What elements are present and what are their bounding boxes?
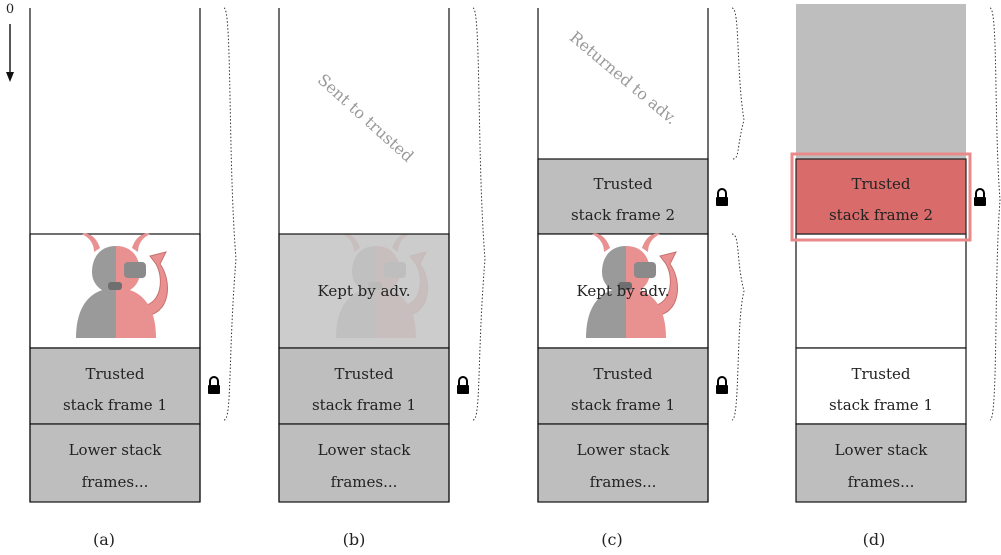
- brace-icon: [472, 7, 486, 421]
- lower-stack-frames: [29, 423, 201, 503]
- frame1-line1: Trusted: [851, 365, 910, 383]
- trusted-stack-frame-1: [795, 347, 967, 425]
- axis-zero-label: 0: [6, 2, 14, 17]
- trusted-stack-frame-2-highlighted: [795, 158, 967, 235]
- trusted-stack-frame-1: [537, 347, 709, 425]
- lock-icon: [456, 376, 470, 395]
- trusted-stack-frame-2: [537, 158, 709, 235]
- frame2-line2: stack frame 2: [571, 206, 675, 224]
- lower-line2: frames...: [848, 473, 915, 491]
- frame1-line2: stack frame 1: [312, 396, 416, 414]
- frame1-line1: Trusted: [334, 365, 393, 383]
- lower-line2: frames...: [590, 473, 657, 491]
- lower-line2: frames...: [331, 473, 398, 491]
- brace-icon: [223, 7, 237, 421]
- lock-icon: [207, 376, 221, 395]
- lower-line1: Lower stack: [835, 441, 929, 459]
- panel-b: Kept by adv. Trusted stack frame 1 Lower…: [278, 7, 486, 549]
- kept-label: Kept by adv.: [577, 282, 670, 300]
- panel-d: Trusted stack frame 2 Trusted stack fram…: [790, 4, 1001, 549]
- trusted-stack-frame-1: [29, 347, 201, 425]
- lower-line1: Lower stack: [577, 441, 671, 459]
- lock-icon: [973, 188, 987, 207]
- caption-c: (c): [601, 530, 622, 549]
- down-arrow-icon: [6, 24, 14, 82]
- released-region: [795, 233, 967, 349]
- frame1-line2: stack frame 1: [63, 396, 167, 414]
- frame1-line1: Trusted: [593, 365, 652, 383]
- sent-to-trusted-note: Sent to trusted: [314, 70, 417, 166]
- brace-icon: [731, 7, 745, 160]
- lower-line1: Lower stack: [69, 441, 163, 459]
- kept-label: Kept by adv.: [318, 282, 411, 300]
- caption-d: (d): [863, 530, 886, 549]
- brace-icon: [989, 7, 1001, 421]
- frame2-line1: Trusted: [851, 175, 910, 193]
- kept-by-adversary-region: [278, 233, 450, 349]
- frame1-line2: stack frame 1: [571, 396, 675, 414]
- lower-line1: Lower stack: [318, 441, 412, 459]
- lower-stack-frames: [278, 423, 450, 503]
- brace-icon: [731, 233, 745, 421]
- caption-a: (a): [93, 530, 115, 549]
- lower-line2: frames...: [82, 473, 149, 491]
- frame2-line1: Trusted: [593, 175, 652, 193]
- panel-c: Trusted stack frame 2 Kept by adv. Trust…: [537, 7, 745, 549]
- frame1-line2: stack frame 1: [829, 396, 933, 414]
- lock-icon: [715, 376, 729, 395]
- returned-to-adversary-note: Returned to adv.: [566, 27, 681, 128]
- frame2-line2: stack frame 2: [829, 206, 933, 224]
- caption-b: (b): [343, 530, 366, 549]
- frame1-line1: Trusted: [85, 365, 144, 383]
- lower-stack-frames: [537, 423, 709, 503]
- panel-a: Trusted stack frame 1 Lower stack frames…: [29, 7, 237, 549]
- lock-icon: [715, 188, 729, 207]
- lower-stack-frames: [795, 423, 967, 503]
- frame2-highlight-outline: [790, 152, 972, 242]
